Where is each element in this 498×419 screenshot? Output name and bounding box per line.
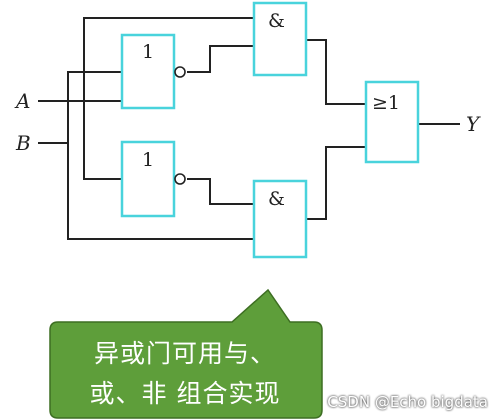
callout-line-2: 或、非 组合实现 [89,379,281,408]
wire-not2-and2 [187,178,254,205]
wire-not1-and1 [187,45,254,73]
not-gate-bottom [120,140,176,218]
and-gate-top [252,1,308,77]
wire-and2-or [306,146,366,220]
not-gate-bottom-symbol: 1 [142,149,154,171]
not-gate-top-bubble [174,66,186,78]
wire-and1-or [306,39,366,105]
input-label-a: A [14,89,30,113]
input-label-b: B [15,131,31,155]
callout-text: 异或门可用与、 或、非 组合实现 [54,334,316,414]
and-gate-bottom-symbol: & [268,188,285,210]
output-label-y: Y [466,112,481,136]
callout-bubble [49,288,323,419]
watermark: CSDN @Echo bigdata [327,393,488,411]
callout-line-1: 异或门可用与、 [93,339,276,368]
and-gate-top-symbol: & [268,10,285,32]
not-gate-top [120,33,176,110]
wire-a-branch [83,17,254,180]
wire-b-branch [67,71,254,240]
or-gate [364,80,420,164]
not-gate-bottom-bubble [174,173,186,185]
or-gate-symbol: ≥1 [372,92,400,114]
and-gate-bottom [252,179,308,259]
wires [38,17,460,240]
not-gate-top-symbol: 1 [142,41,154,63]
